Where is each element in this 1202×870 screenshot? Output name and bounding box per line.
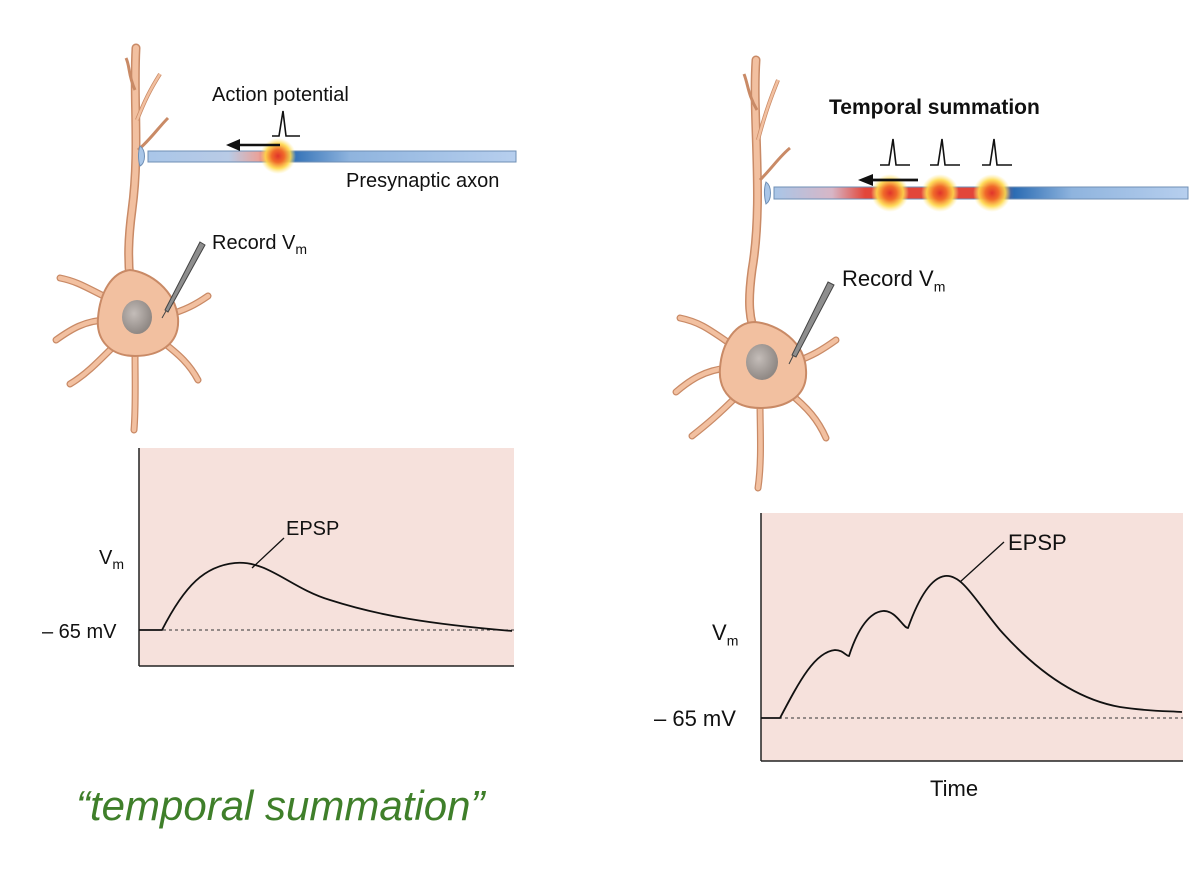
- caption: “temporal summation”: [76, 782, 485, 829]
- right-epsp-label: EPSP: [1008, 530, 1067, 555]
- right-neuron: [672, 55, 840, 492]
- left-neuron: [52, 43, 212, 434]
- right-x-axis-label-clip: Time: [930, 776, 979, 797]
- right-presynaptic-axon: [764, 174, 1189, 212]
- left-baseline-label: – 65 mV: [42, 621, 117, 643]
- right-baseline-label: – 65 mV: [654, 706, 736, 731]
- left-presynaptic-axon: [138, 138, 517, 174]
- left-epsp-graph: [138, 448, 514, 667]
- presynaptic-axon-label: Presynaptic axon: [346, 170, 500, 192]
- direction-arrow-icon: [858, 174, 918, 186]
- left-y-axis-label: Vm: [99, 547, 125, 572]
- recording-electrode-icon: [161, 241, 206, 319]
- right-y-axis-label: Vm: [712, 620, 739, 649]
- recording-electrode-icon: [788, 281, 835, 365]
- temporal-summation-title: Temporal summation: [829, 96, 1040, 119]
- right-x-axis-label: Time: [930, 776, 979, 797]
- action-potential-spike-icon: [880, 138, 1012, 166]
- left-epsp-label: EPSP: [286, 518, 340, 540]
- right-record-vm-label: Record Vm: [842, 266, 946, 295]
- direction-arrow-icon: [226, 139, 280, 151]
- action-potential-spike-icon: [272, 110, 300, 137]
- action-potential-label: Action potential: [212, 84, 349, 106]
- left-record-vm-label: Record Vm: [212, 232, 308, 257]
- right-epsp-graph: [760, 513, 1183, 762]
